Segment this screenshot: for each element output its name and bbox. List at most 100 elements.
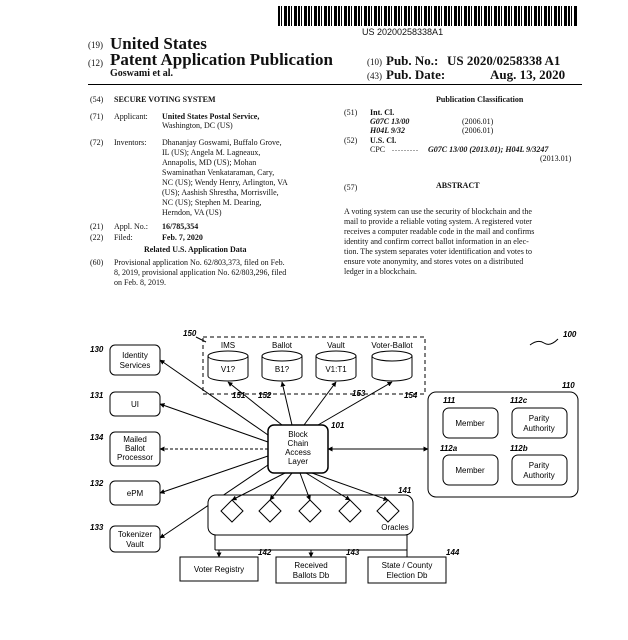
country: United States xyxy=(110,34,207,53)
svg-text:Tokenizer: Tokenizer xyxy=(118,530,153,539)
provisional-code: (60) xyxy=(90,258,104,267)
db-value: V1:T1 xyxy=(325,365,347,374)
link-oracle xyxy=(269,472,293,501)
ref-101: 101 xyxy=(331,421,345,430)
ref-141: 141 xyxy=(398,486,412,495)
provisional-text: Provisional application No. 62/803,373, … xyxy=(114,258,286,288)
ref-144: 144 xyxy=(446,548,460,557)
pubdate: Aug. 13, 2020 xyxy=(490,67,566,82)
ref-112c: 112c xyxy=(510,396,528,405)
oracle-diamond xyxy=(338,499,362,523)
oracle-diamond xyxy=(298,499,322,523)
db-voter-ballot: Voter-Ballot xyxy=(371,341,413,382)
oracle-diamond xyxy=(376,499,400,523)
provisional-line: on Feb. 8, 2019. xyxy=(114,278,166,287)
ref-150-leader xyxy=(195,336,207,343)
cell-member-111: Member xyxy=(442,407,499,439)
oracle-diamond xyxy=(258,499,282,523)
ref-100-leader xyxy=(529,338,559,346)
ref-152: 152 xyxy=(258,391,272,400)
inventors-line: Annapolis, MD (US); Mohan xyxy=(162,158,257,167)
ref-143: 143 xyxy=(346,548,360,557)
ref-100: 100 xyxy=(563,330,577,339)
ref-154: 154 xyxy=(404,391,418,400)
link-ui xyxy=(159,403,269,443)
abstract-text: A voting system can use the security of … xyxy=(344,207,534,277)
svg-text:Received: Received xyxy=(294,561,327,570)
box-tokenizer-vault: Tokenizer Vault xyxy=(109,525,161,553)
box-voter-registry: Voter Registry xyxy=(179,556,259,582)
box-identity-services: Identity Services xyxy=(109,344,161,376)
abstract-line: ledger in a blockchain. xyxy=(344,267,417,276)
filed-date: Feb. 7, 2020 xyxy=(162,233,203,242)
box-epm: ePM xyxy=(109,480,161,506)
inventors-label: Inventors: xyxy=(114,138,147,147)
pubdate-code: (43) xyxy=(367,71,382,81)
invention-title: SECURE VOTING SYSTEM xyxy=(114,95,216,104)
ref-150: 150 xyxy=(183,329,197,338)
ref-131: 131 xyxy=(90,391,104,400)
barcode xyxy=(278,6,578,26)
application-number: 16/785,354 xyxy=(162,222,199,231)
svg-text:Election Db: Election Db xyxy=(387,571,428,580)
pubno-code: (10) xyxy=(367,57,382,67)
db-vault: Vault V1:T1 xyxy=(315,341,357,382)
abstract-line: mail to provide a reliable voting system… xyxy=(344,217,532,226)
uscl-label: U.S. Cl. xyxy=(370,136,397,145)
pubno-label: Pub. No.: xyxy=(386,53,439,68)
svg-text:Authority: Authority xyxy=(523,424,555,433)
inventors-line: (US); Aashish Shrestha, Morrisville, xyxy=(162,188,279,197)
applicant-location: Washington, DC (US) xyxy=(162,121,233,130)
db-ballot: Ballot B1? xyxy=(261,341,303,382)
cpc-line-2: (2013.01) xyxy=(540,154,572,163)
applicant-label: Applicant: xyxy=(114,112,148,121)
inventors-line: IL (US); Angela M. Lagneaux, xyxy=(162,148,261,157)
svg-text:Chain: Chain xyxy=(288,439,309,448)
svg-text:UI: UI xyxy=(131,400,139,409)
cpc-leader: ......... xyxy=(392,144,419,153)
db-value: B1? xyxy=(275,365,290,374)
abstract-line: tion. The system separates voter identif… xyxy=(344,247,533,256)
title-code: (54) xyxy=(90,95,104,104)
abstract-heading: ABSTRACT xyxy=(436,181,480,190)
filed-code: (22) xyxy=(90,233,104,242)
svg-text:Processor: Processor xyxy=(117,453,153,462)
inventors-line: Swaminathan Venkataraman, Cary, xyxy=(162,168,275,177)
type-code: (12) xyxy=(88,58,103,68)
ref-112a: 112a xyxy=(440,444,458,453)
link-oracle xyxy=(311,472,389,501)
svg-text:Authority: Authority xyxy=(523,471,555,480)
inventors-list: Dhananjay Goswami, Buffalo Grove, IL (US… xyxy=(162,138,288,218)
svg-text:Layer: Layer xyxy=(288,457,308,466)
inventors-line: NC (US); Stephen M. Dearing, xyxy=(162,198,262,207)
svg-text:Member: Member xyxy=(455,419,485,428)
uscl-code: (52) xyxy=(344,136,358,145)
svg-text:State / County: State / County xyxy=(382,561,433,570)
ref-153: 153 xyxy=(352,389,366,398)
cell-parity-112b: Parity Authority xyxy=(511,454,568,486)
abstract-code: (57) xyxy=(344,183,358,192)
svg-text:Ballot: Ballot xyxy=(125,444,146,453)
ref-111: 111 xyxy=(443,396,456,405)
inventors-line: NC (US); Wendy Henry, Arlington, VA xyxy=(162,178,288,187)
oracle-diamond xyxy=(220,499,244,523)
svg-text:Identity: Identity xyxy=(122,351,148,360)
pub-class-heading: Publication Classification xyxy=(436,95,524,104)
intcl-label: Int. Cl. xyxy=(370,108,395,117)
box-received-ballots-db: Received Ballots Db xyxy=(275,556,347,584)
ref-142: 142 xyxy=(258,548,272,557)
box-blockchain-access-layer: Block Chain Access Layer xyxy=(267,424,329,474)
applicant-name: United States Postal Service, xyxy=(162,112,260,121)
link-oracle xyxy=(299,472,311,501)
db-label: Voter-Ballot xyxy=(371,341,413,350)
ref-110: 110 xyxy=(562,381,575,390)
intcl-date-2: (2006.01) xyxy=(462,126,494,135)
country-code: (19) xyxy=(88,40,103,50)
provisional-line: Provisional application No. 62/803,373, … xyxy=(114,258,285,267)
db-label: Vault xyxy=(327,341,345,350)
intcl-code-2: H04L 9/32 xyxy=(370,126,406,135)
intcl-date-1: (2006.01) xyxy=(462,117,494,126)
cell-parity-112c: Parity Authority xyxy=(511,407,568,439)
ref-151: 151 xyxy=(232,391,246,400)
